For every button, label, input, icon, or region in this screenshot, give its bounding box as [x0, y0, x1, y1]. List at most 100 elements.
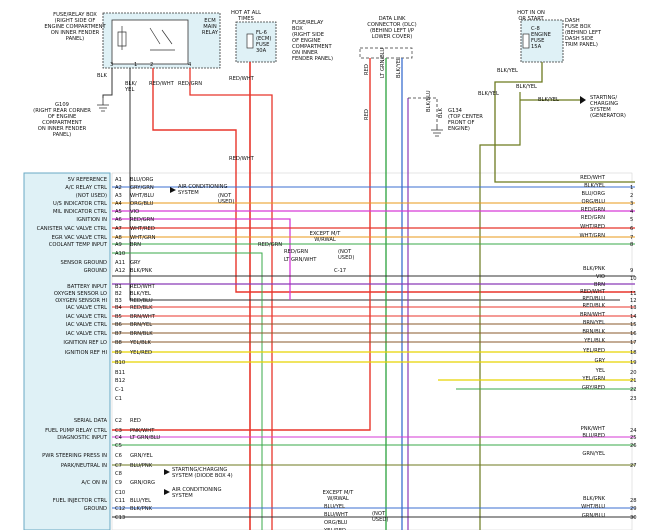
fuse-fl6-icon — [246, 33, 254, 49]
ecm-pin-id: C11 — [115, 498, 125, 504]
label-g109-line-1: (RIGHT REAR CORNER — [33, 108, 91, 114]
label-fuse-box-mid-line-3: OF ENGINE — [292, 38, 321, 44]
ecm-function-label: A/C RELAY CTRL — [65, 185, 107, 191]
ecm-pin-id: B8 — [115, 340, 122, 346]
ecm-circuit-number: 3 — [630, 201, 633, 207]
ecm-pin-id: A9 — [115, 242, 122, 248]
ecm-function-label: 5V REFERENCE — [68, 177, 107, 183]
label-ecm-main-relay-line-1: MAIN — [203, 24, 217, 30]
ecm-function-label: IGNITION REF HI — [65, 350, 108, 356]
label-dash-fuse-box-line-3: DASH SIDE — [565, 36, 593, 42]
label-hot-all-times-line-1: TIMES — [237, 16, 254, 22]
ecm-pin-id: C1 — [115, 396, 122, 402]
label-g109-line-5: PANEL) — [53, 132, 71, 138]
ground-g134-icon — [431, 125, 443, 137]
ecm-pin-id: C12 — [115, 506, 125, 512]
label-starting-charging-line-0: STARTING/ — [590, 95, 617, 101]
wire-label-blk-yel-line-1: YEL — [124, 87, 134, 93]
ecm-circuit-number: 24 — [630, 428, 637, 434]
ecm-pin-id: A12 — [115, 268, 125, 274]
ecm-pin-id: B2 — [115, 291, 122, 297]
wire-label-red-dlc: RED — [364, 64, 370, 75]
wire-label-blk-blu: BLK/BLU — [426, 90, 432, 112]
ecm-right-wire-color: WHT/RED — [580, 224, 605, 230]
ecm-right-wire-color: BLK/YEL — [584, 183, 605, 189]
arrow-ac-icon — [170, 187, 176, 193]
ecm-function-label: GROUND — [84, 506, 107, 512]
ecm-wire-color: GRN/ORG — [130, 480, 155, 486]
ecm-wire-color: RED/GRN — [130, 217, 154, 223]
ecm-function-label: CANISTER VAC VALVE CTRL — [37, 226, 107, 232]
ecm-pin-id: A5 — [115, 209, 122, 215]
ecm-wire-color: WHT/RED — [130, 226, 155, 232]
ecm-right-wire-color: GRN/BLU — [582, 513, 605, 519]
ecm-pin-id: A7 — [115, 226, 122, 232]
ecm-circuit-number: 18 — [630, 350, 637, 356]
ecm-function-label: DIAGNOSTIC INPUT — [57, 435, 108, 441]
arrow-generator-icon — [580, 96, 586, 104]
label-fuse-fl6-line-3: 30A — [256, 48, 267, 54]
label-fuse-box-mid-line-1: BOX — [292, 26, 303, 32]
ecm-right-wire-color: RED/WHT — [580, 175, 606, 181]
label-starting-charging-line-1: CHARGING — [590, 101, 618, 107]
label-fuse-c8-line-2: FUSE — [531, 38, 544, 44]
ecm-circuit-number: 27 — [630, 463, 637, 469]
note-not-used-bottom-line-1: USED) — [372, 517, 388, 523]
ecm-function-label: OXYGEN SENSOR LO — [54, 291, 107, 297]
wire-red-wht-battery — [152, 68, 635, 293]
ecm-pin-id: C5 — [115, 443, 122, 449]
ecm-function-label: U/S INDICATOR CTRL — [53, 201, 107, 207]
note-bottom-wire-3: YEL/RED — [323, 528, 346, 530]
wire-label-red-wht-c: RED/WHT — [229, 156, 255, 162]
wire-blk-yel-relay — [129, 68, 620, 301]
arrow-ac-c9-icon — [164, 489, 170, 495]
ecm-right-wire-color: VIO — [596, 274, 605, 280]
ecm-function-label: PWR STEERING PRESS IN — [42, 453, 107, 459]
label-fuse-box-left-line-4: PANEL) — [66, 36, 84, 42]
ecm-circuit-number: 19 — [630, 360, 637, 366]
ecm-pin-id: B12 — [115, 378, 125, 384]
label-not-used-c17-line-1: USED) — [338, 255, 354, 261]
label-fuse-c8-line-0: C-8 — [531, 26, 540, 32]
ecm-circuit-number: 21 — [630, 378, 637, 384]
wire-label-blk: BLK — [97, 73, 107, 79]
ecm-right-wire-color: RED/BLU — [582, 296, 605, 302]
relay-pin-4: 4 — [188, 62, 192, 68]
ecm-right-wire-color: BRN/WHT — [580, 312, 606, 318]
wire-blk-yel-c8 — [494, 62, 635, 183]
wire-label-blk-yel-right: BLK/YEL — [478, 91, 499, 97]
ecm-function-label: A/C ON IN — [81, 480, 107, 486]
note-bottom-wire-0: BLU/YEL — [324, 504, 345, 510]
ecm-wire-color: GRN/YEL — [130, 453, 153, 459]
ecm-wire-color: LT GRN/BLU — [130, 435, 160, 441]
label-fuse-box-left-line-0: FUSE/RELAY BOX — [53, 12, 97, 18]
ecm-circuit-number: 5 — [630, 217, 633, 223]
fuse-fl6-box — [235, 21, 277, 63]
ecm-right-wire-color: BLU/RED — [582, 433, 605, 439]
relay-pin-2: 2 — [150, 62, 153, 68]
label-fuse-box-mid-line-0: FUSE/RELAY — [292, 20, 324, 26]
label-dlc-line-1: CONNECTOR (DLC) — [367, 22, 416, 28]
ecm-pin-id: A3 — [115, 193, 122, 199]
ecm-main-relay — [111, 19, 189, 65]
label-starting-charging-line-3: (GENERATOR) — [590, 113, 626, 119]
ecm-pin-id: B11 — [115, 370, 125, 376]
relay-pin-1: 1 — [134, 62, 137, 68]
ecm-right-wire-color: YEL/RED — [582, 348, 605, 354]
ecm-function-label: PARK/NEUTRAL IN — [61, 463, 107, 469]
ecm-wire-color: BLK/PNK — [130, 268, 153, 274]
label-not-used-c17-line-0: (NOT — [338, 249, 352, 255]
ecm-wire-color: PNK/WHT — [130, 428, 155, 434]
ecm-circuit-number: 10 — [630, 276, 637, 282]
wire-label-blk-yel-vert: BLK/YEL — [516, 84, 537, 90]
ecm-pin-id: B3 — [115, 298, 122, 304]
ecm-pin-id: C7 — [115, 463, 122, 469]
ecm-pin-id: A6 — [115, 217, 122, 223]
ecm-circuit-number: 30 — [630, 515, 637, 521]
ecm-pin-id: A2 — [115, 185, 122, 191]
ecm-circuit-number: 8 — [630, 242, 633, 248]
ecm-wire-color: BLU/ORG — [130, 177, 153, 183]
wire-vio-mil — [112, 218, 291, 300]
label-dash-fuse-box-line-4: TRIM PANEL) — [564, 42, 598, 48]
ecm-right-wire-color: GRY/RED — [582, 385, 605, 391]
